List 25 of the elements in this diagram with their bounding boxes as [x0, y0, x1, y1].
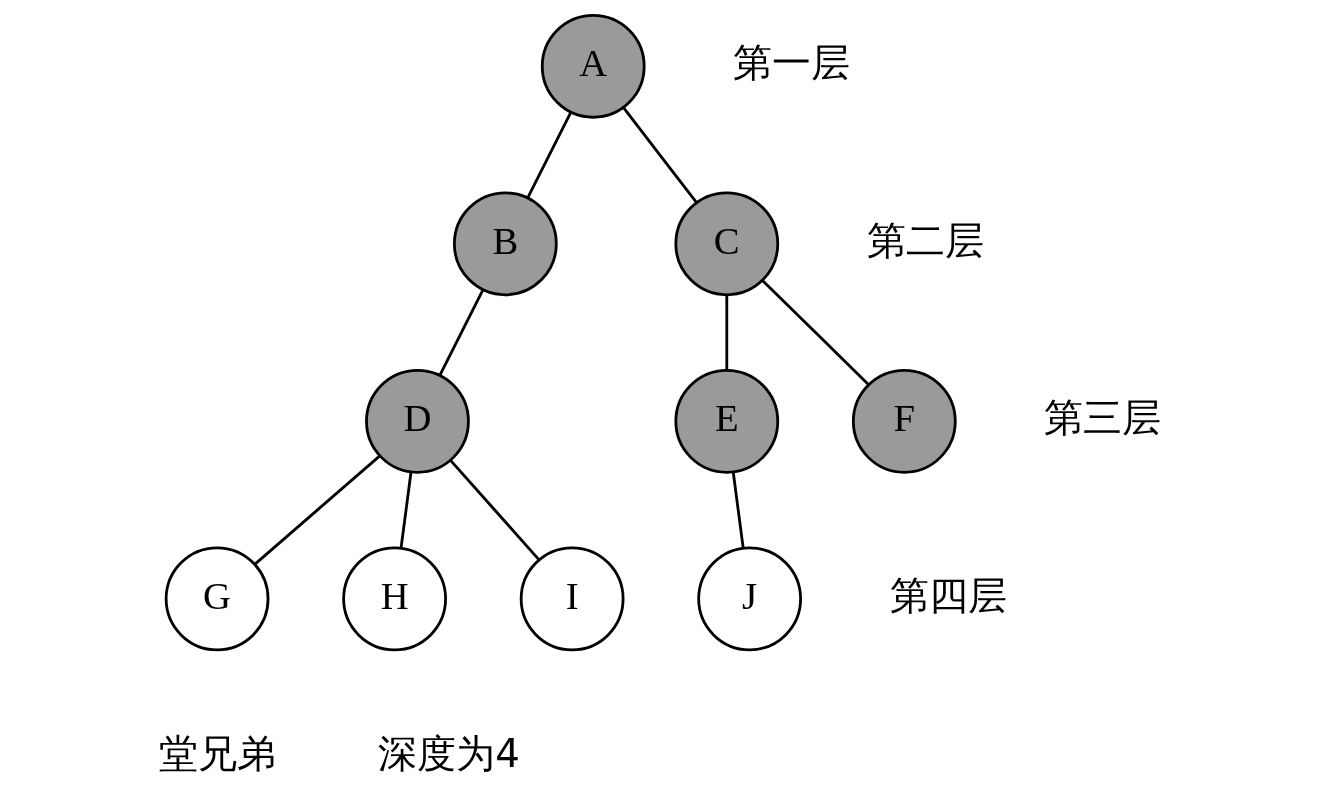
label: 深度为4: [377, 730, 520, 776]
connector: [438, 289, 484, 376]
connector: [399, 471, 412, 549]
label: 第四层: [889, 572, 1007, 618]
connector: [449, 459, 540, 561]
connector: [731, 471, 745, 549]
label: 堂兄弟: [158, 730, 276, 776]
connector: [525, 111, 572, 199]
node-circle: I: [519, 546, 624, 652]
node-circle: B: [452, 191, 558, 297]
label: 第一层: [732, 40, 850, 86]
node-circle: E: [673, 368, 779, 474]
node-circle: G: [164, 546, 269, 652]
connector: [253, 454, 381, 565]
node-circle: J: [696, 546, 802, 652]
connector: [621, 106, 698, 204]
node-circle: H: [341, 546, 447, 652]
node-circle: F: [851, 368, 957, 474]
label: 第二层: [866, 217, 984, 263]
node-circle: D: [364, 368, 470, 474]
node-circle: C: [673, 191, 779, 297]
connector: [761, 279, 869, 386]
connector: [724, 294, 728, 371]
label: 第三层: [1043, 395, 1161, 441]
node-circle: A: [540, 13, 646, 119]
